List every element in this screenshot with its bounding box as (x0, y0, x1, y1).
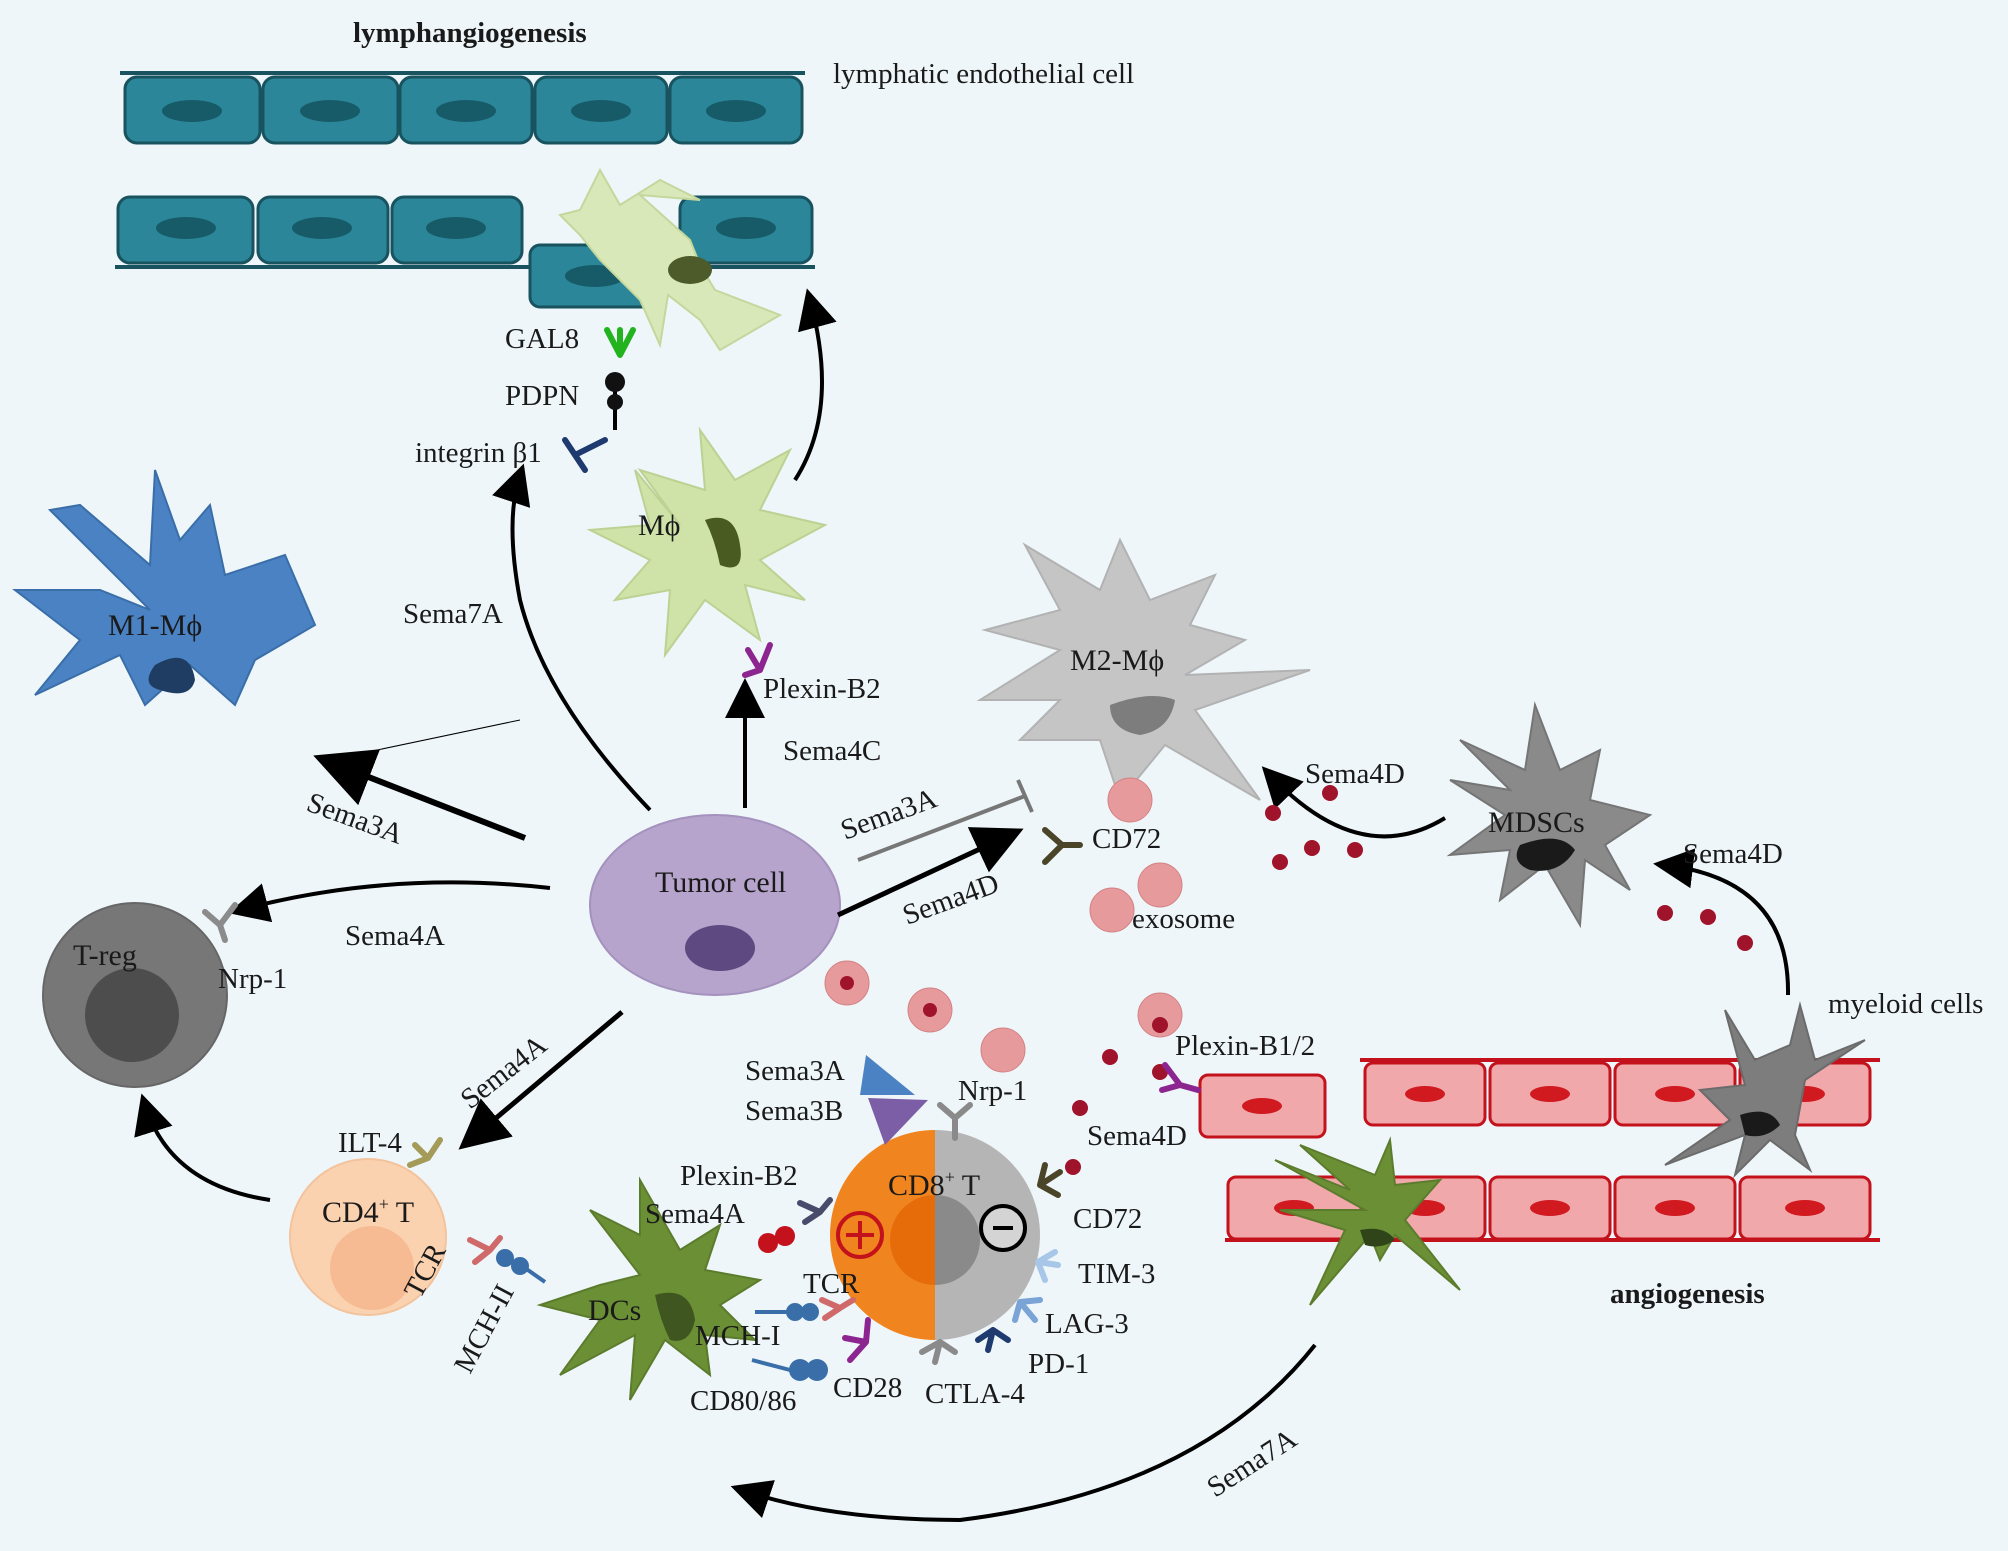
ilt4-label: ILT-4 (338, 1127, 402, 1159)
plus-icon (836, 1211, 884, 1259)
receptor-icons (202, 327, 1201, 1365)
sema3b-cd8-label: Sema3B (745, 1095, 843, 1127)
plexin-b2-dc-label: Plexin-B2 (680, 1160, 798, 1192)
mphi-label: Mϕ (638, 509, 680, 542)
mch2-label: MCH-II (448, 1279, 521, 1378)
inhibition-line (857, 779, 1034, 862)
sema3a-m1-label: Sema3A (303, 787, 408, 851)
m2-macrophage-cell: M2-Mϕ (976, 537, 1311, 803)
cd8-t-cell: CD8+ T (830, 1130, 1040, 1340)
nrp1-cd8-label: Nrp-1 (958, 1075, 1027, 1107)
sema4d-mdsc-label: Sema4D (1305, 758, 1405, 790)
tumor-label: Tumor cell (655, 866, 786, 899)
treg-label: T-reg (73, 939, 137, 972)
myeloid-cell (1664, 1001, 1866, 1179)
sema7a-top-label: Sema7A (403, 598, 503, 630)
sema4c-label: Sema4C (783, 735, 881, 767)
cd28-label: CD28 (833, 1372, 902, 1404)
macrophage-cell: Mϕ (586, 426, 828, 659)
exosome-label: exosome (1132, 903, 1235, 935)
cd72-m2-label: CD72 (1092, 823, 1161, 855)
lymphatic-endothelial-label: lymphatic endothelial cell (833, 58, 1134, 90)
ctla4-label: CTLA-4 (925, 1378, 1025, 1410)
treg-cell: T-reg (42, 902, 228, 1088)
lag3-label: LAG-3 (1045, 1308, 1129, 1340)
gal8-label: GAL8 (505, 323, 579, 355)
sema4d-myeloid-label: Sema4D (1683, 838, 1783, 870)
mdsc-label: MDSCs (1488, 806, 1585, 839)
mch1-label: MCH-I (695, 1320, 780, 1352)
plexin-b12-label: Plexin-B1/2 (1175, 1030, 1315, 1062)
m1-label: M1-Mϕ (108, 609, 202, 642)
angiogenesis-title: angiogenesis (1610, 1278, 1765, 1310)
plexin-b2-top-label: Plexin-B2 (763, 673, 881, 705)
dcs-label: DCs (588, 1294, 641, 1327)
vessel-dendritic-cell (1274, 1136, 1461, 1306)
sema3-triangles (860, 1055, 928, 1145)
m1-macrophage-cell: M1-Mϕ (12, 469, 317, 707)
mhc-ligand-icons (496, 1226, 828, 1381)
pdpn-icon (605, 372, 625, 430)
integrin-label: integrin β1 (415, 437, 542, 469)
pdpn-label: PDPN (505, 380, 579, 412)
sema4d-vessel-label: Sema4D (1087, 1120, 1187, 1152)
cd4-label: CD4+ T (322, 1194, 414, 1229)
sema4a-cd4-label: Sema4A (455, 1029, 553, 1116)
sema3a-cd8-label: Sema3A (745, 1055, 845, 1087)
cd72-cd8-label: CD72 (1073, 1203, 1142, 1235)
lymphatic-vessel (115, 71, 815, 309)
migrating-macrophage (558, 167, 783, 352)
m2-label: M2-Mϕ (1070, 644, 1164, 677)
tumor-cell: Tumor cell (589, 814, 841, 996)
cd80-label: CD80/86 (690, 1385, 796, 1417)
pd1-label: PD-1 (1028, 1348, 1089, 1380)
cd4-t-cell: CD4+ T (289, 1158, 447, 1316)
sema4a-treg-label: Sema4A (345, 920, 445, 952)
nrp1-treg-label: Nrp-1 (218, 963, 287, 995)
lymphangiogenesis-title: lymphangiogenesis (353, 17, 587, 49)
arrows (134, 288, 1791, 1523)
tcr-cd8-label: TCR (803, 1268, 860, 1300)
sema3a-m2-label: Sema3A (836, 782, 941, 846)
cd8-label: CD8+ T (888, 1167, 980, 1202)
dendritic-cell: DCs (536, 1176, 763, 1401)
signal-dots (840, 785, 1753, 1175)
mdsc-cell: MDSCs (1446, 701, 1653, 929)
sema4a-dc-label: Sema4A (645, 1198, 745, 1230)
myeloid-cells-label: myeloid cells (1828, 988, 1983, 1020)
tim3-label: TIM-3 (1078, 1258, 1155, 1290)
